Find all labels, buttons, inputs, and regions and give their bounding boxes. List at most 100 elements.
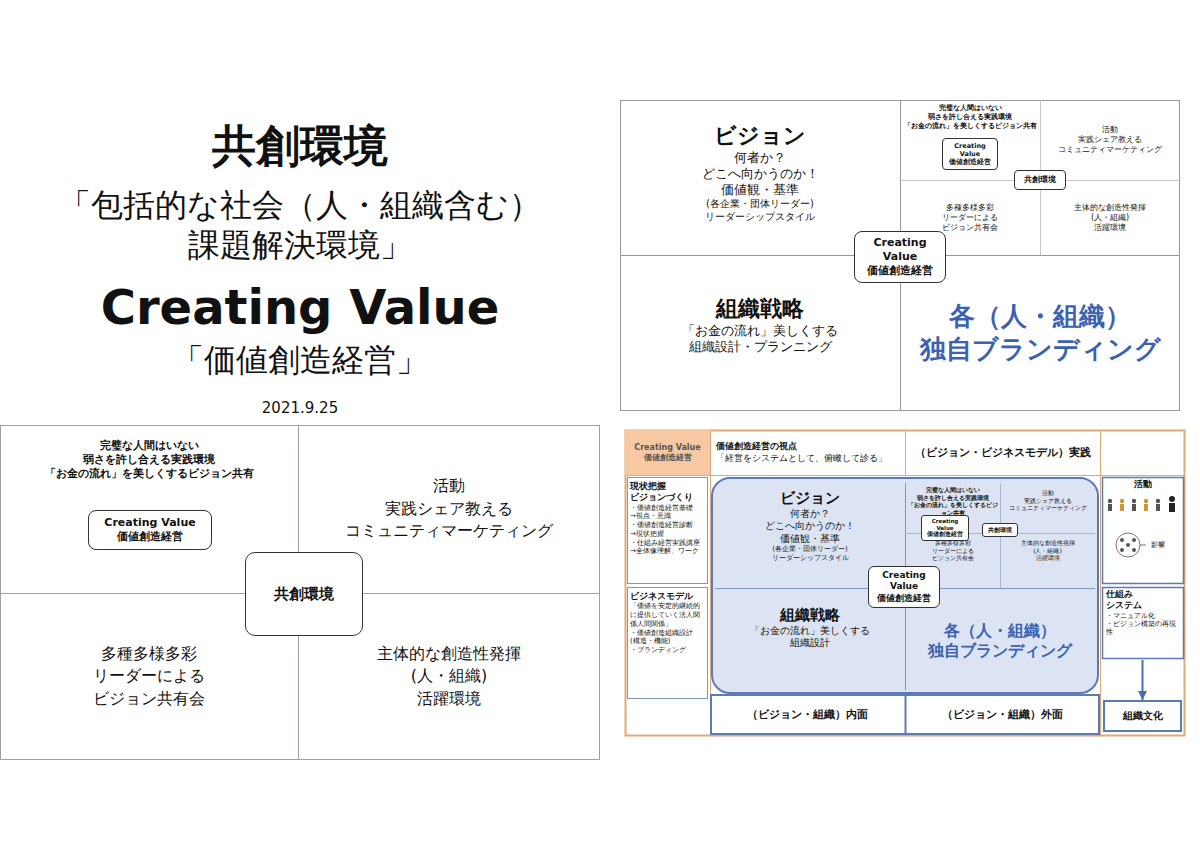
header-cell: Creating Value 価値創造経営 bbox=[625, 430, 710, 475]
text-line: Creating Value bbox=[924, 518, 966, 532]
node-text: Creating Value 価値創造経営 bbox=[859, 236, 941, 277]
subtitle: 「包括的な社会（人・組織含む） 課題解決環境」 bbox=[10, 185, 590, 265]
bottom-frame bbox=[711, 695, 1099, 734]
text-line: どこへ向かうのか！ bbox=[765, 520, 855, 533]
group-dot bbox=[1120, 538, 1124, 542]
group-circle bbox=[1116, 533, 1140, 557]
text-line: (人・組織) bbox=[1021, 547, 1075, 555]
date-label: 2021.9.25 bbox=[200, 399, 400, 418]
text-line: 多種多様多彩 bbox=[932, 539, 974, 547]
column-frame bbox=[628, 588, 708, 699]
text-line: 価値創造経営 bbox=[946, 158, 994, 166]
text-line: ビジョン共有会 bbox=[942, 223, 998, 233]
header-cell: （ビジョン・ビジネスモデル）実践 bbox=[905, 430, 1100, 475]
person-icon bbox=[1169, 496, 1175, 502]
activity-cell: 活動 bbox=[1100, 475, 1185, 585]
node-subtext: 「経営をシステムとして、俯瞰して診る」 bbox=[716, 453, 887, 464]
node-text: Creating Value 価値創造経営 bbox=[634, 443, 700, 463]
text-line: 仕組み bbox=[1106, 589, 1142, 600]
text-line: 独自ブランディング bbox=[928, 641, 1072, 661]
text-line: (人・組織) bbox=[377, 665, 521, 687]
node-text: 多種多様多彩 リーダーによる ビジョン共有会 bbox=[932, 539, 974, 562]
node-text: 活動 実践シェア教える コミュニティマーケティング bbox=[1009, 489, 1087, 512]
text-line: 実践シェア教える bbox=[345, 498, 553, 520]
text-line: 主体的な創造性発揮 bbox=[1021, 539, 1075, 547]
value-box: Creating Value 価値創造経営 bbox=[921, 515, 969, 542]
divider bbox=[905, 430, 906, 475]
node-text: Creating Value 価値創造経営 bbox=[924, 518, 966, 539]
node-text: （ビジョン・組織）内面 bbox=[747, 708, 868, 722]
text-line: システム bbox=[1106, 600, 1142, 611]
subtitle: 「価値創造経営」 bbox=[100, 340, 500, 380]
text-line: 活躍環境 bbox=[377, 688, 521, 710]
text-line: 価値創造経営 bbox=[634, 453, 700, 463]
text-line: 価値創造経営の視点 bbox=[716, 441, 797, 452]
influence-line bbox=[1140, 545, 1146, 546]
person-icon bbox=[1156, 504, 1160, 511]
text-line: ・ブランディング bbox=[630, 646, 702, 655]
text-line: 価値創造経営 bbox=[924, 531, 966, 538]
node-text: ビジョン bbox=[780, 489, 840, 508]
text-line: 現状把握 bbox=[630, 481, 693, 492]
text-line: 2021.9.25 bbox=[200, 399, 400, 418]
node-subtext: 「お金の流れ」美しくする 組織設計・プランニング bbox=[682, 323, 838, 356]
group-dot bbox=[1126, 543, 1130, 547]
text-line: 完璧な人間はいない bbox=[45, 439, 254, 453]
frame bbox=[626, 431, 1185, 736]
text-line: Creating Value bbox=[10, 277, 590, 337]
node-text: 完璧な人間はいない 弱さを許し合える実践環境 「お金の流れ」を美しくするビジョン… bbox=[907, 486, 998, 516]
text-line: 共創環境 bbox=[1024, 175, 1056, 185]
group-dot bbox=[1132, 548, 1136, 552]
culture-box: 組織文化 bbox=[1103, 700, 1182, 732]
bottom-right-frame bbox=[625, 430, 1185, 736]
step-cell: ビジネスモデル「価値を安定的継続的に提供していく法人関係人間関係」 ・価値創造組… bbox=[625, 585, 707, 700]
text-line: 組織戦略 bbox=[780, 606, 840, 625]
text-line: →全体像理解、ワーク bbox=[630, 547, 700, 556]
node-text: 活動 bbox=[1134, 479, 1152, 490]
node-text: 価値創造経営の視点 bbox=[716, 441, 797, 452]
text-line: 共創環境 bbox=[100, 118, 500, 173]
text-line: ・価値創造組織設計 bbox=[630, 629, 702, 638]
node-text: 活動 実践シェア教える コミュニティマーケティング bbox=[345, 475, 553, 542]
text-line: どこへ向かうのか！ bbox=[702, 166, 819, 182]
text-line: 「価値を安定的継続的に提供していく法人関係人間関係」 bbox=[630, 602, 702, 628]
text-line: リーダーによる bbox=[932, 547, 974, 555]
text-line: (構造・機能) bbox=[630, 637, 702, 646]
text-line: リーダーシップスタイル bbox=[772, 554, 849, 563]
text-line: 多種多様多彩 bbox=[93, 643, 205, 665]
text-line: 「お金の流れ」美しくする bbox=[750, 625, 870, 638]
subtitle: Creating Value bbox=[10, 277, 590, 337]
text-line: 実践シェア教える bbox=[1009, 497, 1087, 505]
grid-cell: 主体的な創造性発揮 (人・組織) 活躍環境 bbox=[1000, 533, 1095, 588]
node-text: 活動 実践シェア教える コミュニティマーケティング bbox=[1058, 125, 1162, 155]
top-right-grid bbox=[620, 100, 1180, 411]
value-box: Creating Value 価値創造経営 bbox=[942, 138, 998, 170]
text-line: 活動 bbox=[1009, 489, 1087, 497]
text-line: リーダーによる bbox=[93, 665, 205, 687]
value-box: Creating Value 価値創造経営 bbox=[854, 231, 946, 282]
text-line: リーダーシップスタイル bbox=[705, 211, 815, 224]
node-text: Creating Value 価値創造経営 bbox=[872, 570, 936, 604]
text-line: ビジネスモデル bbox=[630, 591, 693, 602]
text-line: 影響 bbox=[1147, 541, 1169, 550]
grid-cell: 主体的な創造性発揮 (人・組織) 活躍環境 bbox=[1040, 180, 1180, 255]
node-text: 仕組み システム bbox=[1106, 589, 1142, 612]
footer-cell: （ビジョン・組織）外面 bbox=[905, 695, 1100, 735]
text-line: ・ビジョン構築の再現性 bbox=[1106, 620, 1179, 636]
text-line: 主体的な創造性発揮 bbox=[1074, 203, 1146, 213]
text-line: 活躍環境 bbox=[1021, 554, 1075, 562]
text-line: 共創環境 bbox=[274, 585, 334, 604]
header-cell: 価値創造経営の視点「経営をシステムとして、俯瞰して診る」 bbox=[710, 430, 905, 475]
person-icon bbox=[1132, 499, 1136, 503]
node-text: 共創環境 bbox=[988, 526, 1012, 534]
person-icon bbox=[1169, 503, 1175, 512]
grid-cell: 活動 実践シェア教える コミュニティマーケティング bbox=[1040, 100, 1180, 180]
text-line: →現状把握 bbox=[630, 530, 700, 539]
node-text: 現状把握 ビジョンづくり bbox=[630, 481, 693, 504]
text-line: 主体的な創造性発揮 bbox=[377, 643, 521, 665]
text-line: (各企業・団体リーダー) bbox=[705, 198, 815, 211]
node-text: Creating Value 価値創造経営 bbox=[104, 516, 195, 544]
node-subtext: 「価値を安定的継続的に提供していく法人関係人間関係」 ・価値創造組織設計 (構造… bbox=[630, 602, 702, 655]
node-subtext: 何者か？ どこへ向かうのか！ 価値観・基準 bbox=[765, 508, 855, 546]
title: 共創環境 bbox=[100, 118, 500, 173]
